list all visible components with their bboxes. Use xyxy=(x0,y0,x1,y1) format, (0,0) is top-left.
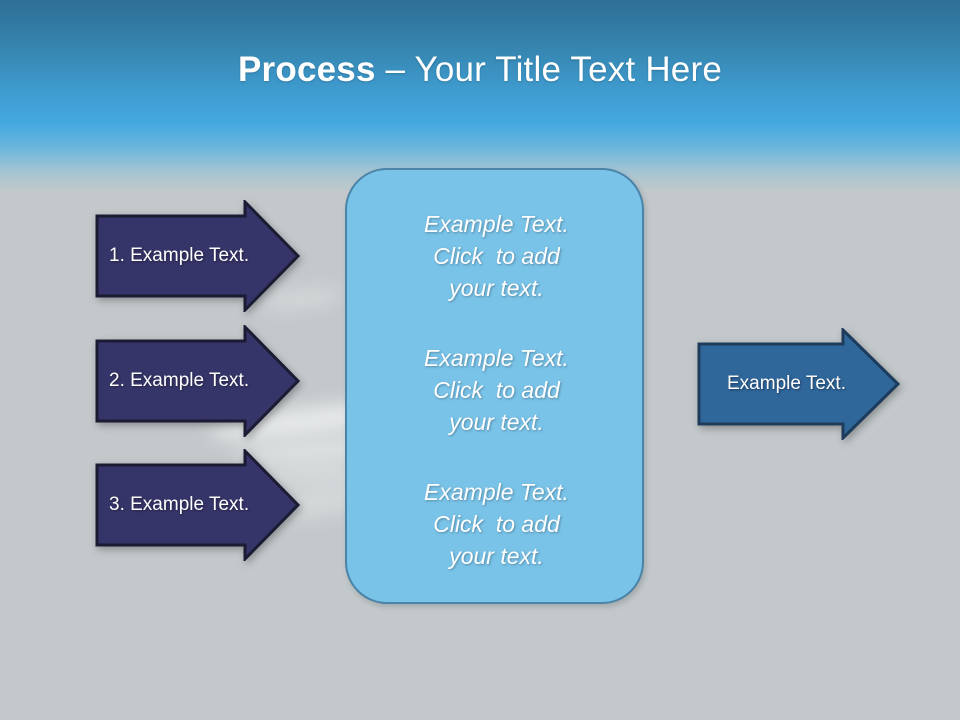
slide-title: Process – Your Title Text Here xyxy=(0,48,960,92)
process-text-block-1-line2: Click to add xyxy=(433,243,560,269)
process-panel[interactable]: Example Text. Click to add your text. Ex… xyxy=(345,168,644,604)
input-arrow-2[interactable]: 2. Example Text. xyxy=(95,325,300,437)
right-arrow-icon xyxy=(95,200,300,312)
right-arrow-icon xyxy=(95,449,300,561)
slide-title-regular: – Your Title Text Here xyxy=(385,50,722,89)
slide-title-bold: Process xyxy=(238,50,386,89)
process-text-block-3[interactable]: Example Text. Click to add your text. xyxy=(347,476,646,572)
right-arrow-icon xyxy=(697,328,900,440)
right-arrow-icon xyxy=(95,325,300,437)
process-text-block-2-line3: your text. xyxy=(449,409,544,435)
process-text-block-1-line3: your text. xyxy=(449,275,544,301)
process-text-block-2[interactable]: Example Text. Click to add your text. xyxy=(347,342,646,438)
process-text-block-3-line1: Example Text. xyxy=(424,479,569,505)
process-text-block-1-line1: Example Text. xyxy=(424,211,569,237)
process-text-block-2-line2: Click to add xyxy=(433,377,560,403)
process-text-block-1[interactable]: Example Text. Click to add your text. xyxy=(347,208,646,304)
input-arrow-3[interactable]: 3. Example Text. xyxy=(95,449,300,561)
background-sky-gradient xyxy=(0,0,960,200)
process-text-block-3-line2: Click to add xyxy=(433,511,560,537)
input-arrow-1[interactable]: 1. Example Text. xyxy=(95,200,300,312)
process-text-block-3-line3: your text. xyxy=(449,543,544,569)
output-arrow[interactable]: Example Text. xyxy=(697,328,900,440)
process-panel-content: Example Text. Click to add your text. Ex… xyxy=(347,208,646,572)
process-text-block-2-line1: Example Text. xyxy=(424,345,569,371)
